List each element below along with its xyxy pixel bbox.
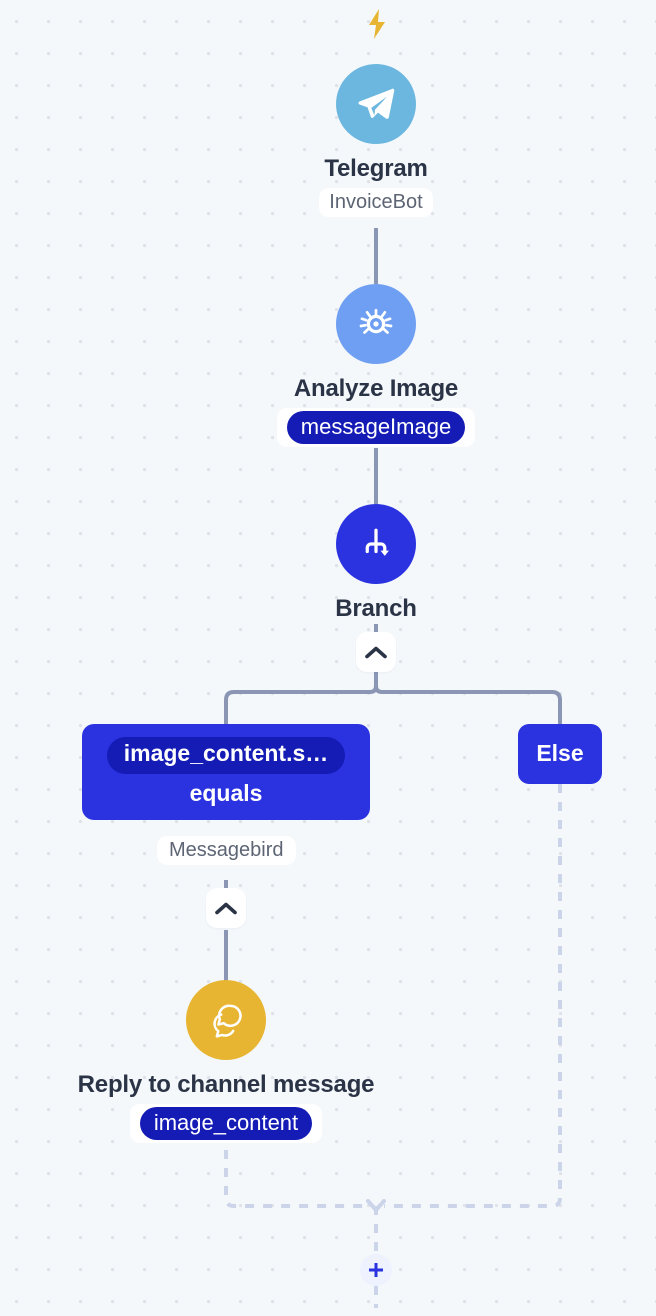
reply-icon-circle: [186, 980, 266, 1060]
node-subtitle: InvoiceBot: [329, 191, 423, 213]
eye-vision-icon: [359, 308, 393, 334]
node-title: Analyze Image: [293, 375, 459, 402]
chevron-up-icon: [365, 646, 387, 658]
branch-fork-icon: [365, 528, 389, 556]
node-reply[interactable]: Reply to channel message image_content: [78, 980, 375, 1144]
node-telegram[interactable]: Telegram InvoiceBot: [276, 64, 476, 217]
edge-split-right: [374, 670, 562, 726]
node-subtitle-wrap: image_content: [129, 1104, 323, 1144]
node-subtitle-pill: messageImage: [286, 411, 466, 445]
lightning-bolt-icon: [364, 8, 390, 45]
branch-icon-circle: [336, 504, 416, 584]
merge-arrow-icon: [366, 1199, 386, 1212]
speech-bubbles-icon: [213, 1004, 242, 1038]
condition-collapse-button[interactable]: [206, 888, 246, 928]
node-subtitle-wrap: messageImage: [276, 408, 476, 448]
node-title: Telegram: [324, 155, 428, 182]
node-branch[interactable]: Branch: [276, 504, 476, 623]
add-step-button[interactable]: [360, 1254, 392, 1286]
condition-sublabel: Messagebird: [157, 836, 296, 865]
condition-operator: equals: [189, 779, 263, 806]
condition-field-pill: image_content.s…: [106, 736, 346, 774]
condition-sublabel-text: Messagebird: [169, 839, 284, 861]
node-title: Reply to channel message: [77, 1071, 375, 1098]
telegram-paper-plane-icon: [358, 88, 395, 119]
branch-else-box[interactable]: Else: [518, 724, 602, 784]
edge-merge-left-dashed: [224, 1150, 368, 1208]
node-subtitle-wrap: InvoiceBot: [319, 188, 433, 217]
chevron-up-icon: [215, 902, 237, 914]
edge-merge-right-dashed: [384, 784, 562, 1208]
else-label: Else: [536, 740, 584, 767]
branch-collapse-button[interactable]: [356, 632, 396, 672]
plus-icon: [369, 1263, 383, 1277]
node-analyze-image[interactable]: Analyze Image messageImage: [276, 284, 476, 448]
telegram-icon-circle: [336, 64, 416, 144]
branch-condition-box[interactable]: image_content.s… equals: [82, 724, 370, 820]
node-subtitle-pill: image_content: [139, 1107, 313, 1141]
analyze-image-icon-circle: [336, 284, 416, 364]
edge-split-left: [224, 670, 378, 726]
node-title: Branch: [335, 595, 417, 622]
